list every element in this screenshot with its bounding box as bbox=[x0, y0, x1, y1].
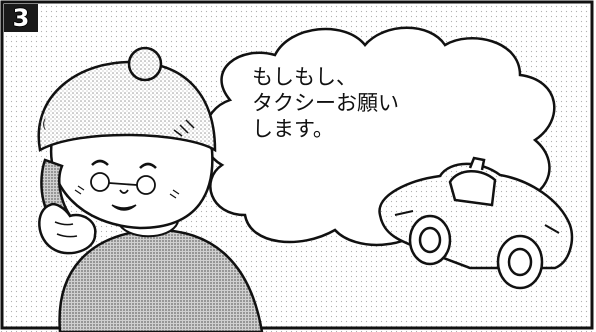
woman-hat bbox=[37, 60, 217, 153]
panel-number: 3 bbox=[12, 4, 30, 32]
speech-line-1: もしもし、 bbox=[252, 65, 357, 89]
woman-hand bbox=[38, 203, 97, 255]
svg-text::(: :( bbox=[38, 117, 47, 131]
panel-number-badge bbox=[4, 4, 38, 32]
speech-line-3: します。 bbox=[252, 117, 334, 141]
speech-text: もしもし、 タクシーお願い します。 bbox=[252, 64, 462, 142]
speech-line-2: タクシーお願い bbox=[252, 91, 399, 115]
taxi-car bbox=[378, 156, 574, 290]
hat-pompom bbox=[127, 46, 163, 82]
